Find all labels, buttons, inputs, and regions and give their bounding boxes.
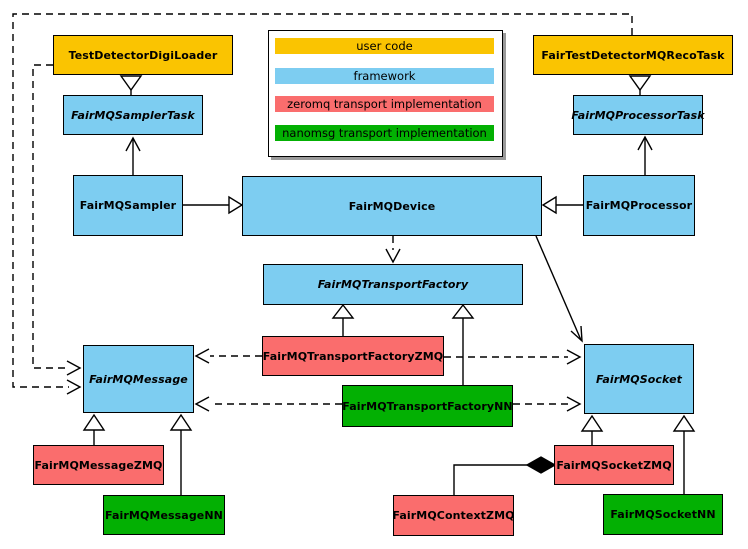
- edge-factorynn-message-dependency: [194, 396, 342, 412]
- node-fairmqmessagenn: FairMQMessageNN: [103, 495, 225, 535]
- node-testdetectordigiloader: TestDetectorDigiLoader: [53, 35, 233, 75]
- node-label: FairMQMessageNN: [105, 508, 223, 522]
- node-label: FairMQSocket: [595, 372, 682, 386]
- legend-item-framework: framework: [275, 68, 494, 84]
- edge-messagezmq-message-inheritance: [82, 413, 106, 445]
- edge-device-socket-association: [535, 235, 583, 343]
- edge-recotask-processortask-inheritance: [628, 75, 652, 95]
- node-label: FairMQSamplerTask: [71, 108, 195, 122]
- node-fairmqsocketzmq: FairMQSocketZMQ: [554, 445, 674, 485]
- edge-factoryzmq-socket-dependency: [444, 349, 582, 365]
- node-fairmqprocessortask: FairMQProcessorTask: [571, 95, 705, 135]
- edge-factorynn-socket-dependency: [513, 396, 582, 412]
- node-fairtestdetectormqrecotask: FairTestDetectorMQRecoTask: [533, 35, 733, 75]
- edge-factoryzmq-factory-inheritance: [331, 303, 355, 336]
- node-label: FairMQTransportFactory: [317, 278, 469, 291]
- node-fairmqsamplertask: FairMQSamplerTask: [63, 95, 203, 135]
- node-label: FairMQMessage: [89, 372, 188, 386]
- node-label: FairMQTransportFactoryNN: [342, 399, 513, 413]
- node-fairmqtransportfactoryzmq: FairMQTransportFactoryZMQ: [262, 336, 444, 376]
- node-fairmqmessage: FairMQMessage: [83, 345, 194, 413]
- legend-label: framework: [353, 69, 416, 83]
- node-label: FairMQTransportFactoryZMQ: [262, 349, 444, 363]
- edge-sampler-samplertask-association: [125, 136, 141, 175]
- node-fairmqsocket: FairMQSocket: [584, 344, 694, 414]
- node-label: FairMQMessageZMQ: [34, 458, 163, 472]
- node-fairmqcontextzmq: FairMQContextZMQ: [392, 495, 515, 536]
- edge-messagenn-message-inheritance: [169, 413, 193, 495]
- node-fairmqdevice: FairMQDevice: [242, 176, 542, 236]
- node-label: FairMQContextZMQ: [392, 509, 515, 522]
- legend-item-nanomsg: nanomsg transport implementation: [275, 125, 494, 141]
- edge-processor-processortask-association: [637, 135, 653, 175]
- node-fairmqmessagezmq: FairMQMessageZMQ: [33, 445, 164, 485]
- legend-item-zeromq: zeromq transport implementation: [275, 96, 494, 112]
- legend-label: user code: [356, 39, 413, 53]
- edge-factorynn-factory-inheritance: [451, 303, 475, 385]
- edge-processor-device-inheritance: [541, 195, 583, 215]
- legend-item-user-code: user code: [275, 38, 494, 54]
- legend-label: nanomsg transport implementation: [282, 126, 487, 140]
- edge-socketzmq-socket-inheritance: [580, 414, 604, 445]
- edge-device-transportfactory-dependency: [385, 236, 401, 264]
- node-label: FairMQSocketZMQ: [556, 458, 672, 472]
- node-label: TestDetectorDigiLoader: [68, 48, 218, 62]
- node-label: FairTestDetectorMQRecoTask: [541, 48, 725, 62]
- node-label: FairMQProcessor: [585, 199, 693, 212]
- node-fairmqtransportfactorynn: FairMQTransportFactoryNN: [342, 385, 513, 427]
- node-fairmqsocketnn: FairMQSocketNN: [603, 494, 723, 535]
- node-label: FairMQSocketNN: [610, 508, 716, 521]
- node-label: FairMQProcessorTask: [571, 108, 705, 122]
- node-fairmqtransportfactory: FairMQTransportFactory: [263, 264, 523, 305]
- legend-label: zeromq transport implementation: [287, 97, 482, 111]
- node-fairmqprocessor: FairMQProcessor: [583, 175, 695, 236]
- edge-socketzmq-contextzmq-composition: [453, 456, 557, 495]
- edge-sampler-device-inheritance: [183, 195, 244, 215]
- node-label: FairMQSampler: [79, 199, 177, 212]
- edge-socketnn-socket-inheritance: [672, 414, 696, 494]
- edge-factoryzmq-message-dependency: [194, 348, 262, 364]
- legend: user code framework zeromq transport imp…: [268, 30, 503, 157]
- node-label: FairMQDevice: [348, 199, 436, 213]
- node-fairmqsampler: FairMQSampler: [73, 175, 183, 236]
- edge-digiloader-samplertask-inheritance: [119, 75, 143, 95]
